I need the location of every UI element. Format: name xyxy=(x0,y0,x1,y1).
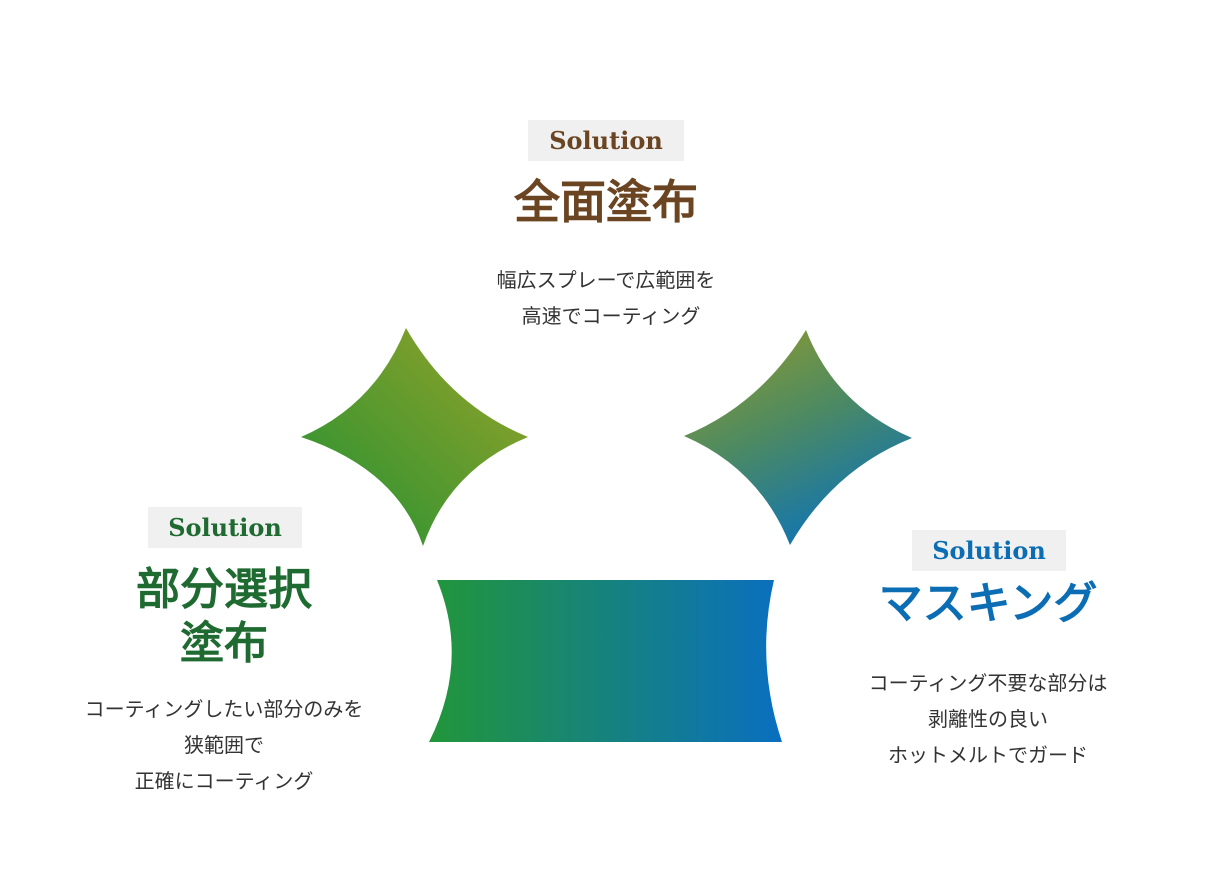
right-title-line: マスキング xyxy=(878,578,1098,629)
left-desc-line: 狭範囲で xyxy=(184,733,264,757)
top-title: 全面塗布 xyxy=(456,170,756,234)
right-desc-line: ホットメルトでガード xyxy=(888,743,1088,767)
left-concave-diamond xyxy=(301,328,528,546)
top-title-line: 全面塗布 xyxy=(514,175,698,229)
top-description: 幅広スプレーで広範囲を 高速でコーティング xyxy=(426,262,786,334)
bottom-concave-rectangle xyxy=(429,580,782,742)
right-title: マスキング xyxy=(838,574,1138,634)
right-concave-diamond xyxy=(684,330,912,545)
left-title-line: 部分選択 xyxy=(136,564,312,615)
left-title-line: 塗布 xyxy=(180,618,268,669)
right-description: コーティング不要な部分は 剥離性の良い ホットメルトでガード xyxy=(808,665,1168,773)
left-desc-line: 正確にコーティング xyxy=(134,769,314,793)
right-desc-line: 剥離性の良い xyxy=(928,707,1048,731)
left-desc-line: コーティングしたい部分のみを xyxy=(84,697,364,721)
left-solution-badge: Solution xyxy=(148,507,302,548)
right-desc-line: コーティング不要な部分は xyxy=(868,671,1108,695)
left-description: コーティングしたい部分のみを 狭範囲で 正確にコーティング xyxy=(44,691,404,799)
top-desc-line: 幅広スプレーで広範囲を xyxy=(496,268,716,292)
left-title: 部分選択 塗布 xyxy=(74,563,374,671)
top-solution-badge: Solution xyxy=(528,120,684,161)
top-desc-line: 高速でコーティング xyxy=(521,304,701,328)
right-solution-badge: Solution xyxy=(912,530,1066,571)
